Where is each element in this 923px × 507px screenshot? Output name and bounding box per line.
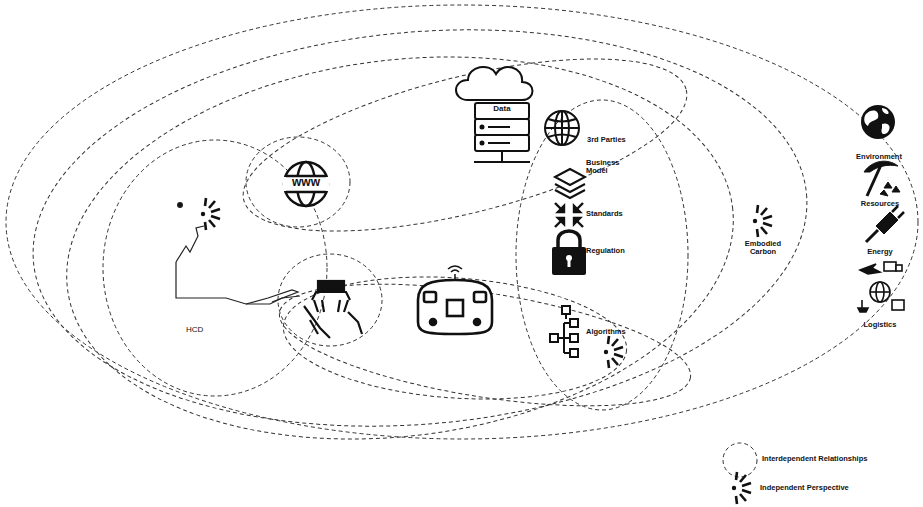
logistics-icon: [858, 262, 904, 312]
vehicle-icon: [418, 266, 492, 334]
diagram-label: HCD: [186, 326, 203, 335]
diagram-label: Business Model: [586, 159, 626, 176]
data-ellipse: [227, 24, 702, 266]
plug-icon: [866, 206, 904, 242]
pickaxe-icon: [864, 161, 900, 196]
diagram-label: Regulation: [586, 247, 625, 255]
diagram-label: 3rd Parties: [587, 136, 626, 144]
diagram-label: Algorithms: [586, 328, 626, 336]
hcd-figure: [176, 203, 300, 304]
padlock-icon: [552, 231, 586, 275]
earth-icon: [861, 105, 895, 139]
layers-icon: [555, 169, 585, 198]
large-ellipse: [45, 21, 756, 476]
diagram-label: Resources: [845, 200, 915, 208]
diagram-label: Energy: [845, 248, 915, 256]
diagram-label: Standards: [586, 210, 623, 218]
perspective-burst: [201, 198, 220, 230]
standards-icon: [555, 203, 583, 227]
vehicle-ellipse: [271, 261, 698, 429]
interface-icon: [304, 281, 362, 338]
relationship-ellipses: [6, 0, 918, 475]
interface-circle: [278, 254, 382, 346]
data-server-icon: [456, 67, 533, 162]
outer-ellipse: [6, 5, 918, 439]
diagram-label: Environment: [842, 153, 916, 161]
legend-dashed-circle: [723, 443, 757, 477]
www-globe-icon: [283, 162, 329, 206]
algorithm-icon: [550, 306, 578, 357]
large-ellipse: [16, 0, 823, 457]
diagram-label: Embodied Carbon: [742, 240, 784, 257]
perspective-burst: [753, 205, 772, 237]
web-circle: [246, 137, 350, 227]
diagram-label: Data: [478, 105, 526, 114]
vehicle-ellipse: [279, 266, 631, 410]
legend-text: Interdependent Relationships: [762, 455, 867, 463]
globe-icon: [545, 111, 579, 145]
perspective-burst: [604, 336, 623, 368]
legend-text: Independent Perspective: [760, 484, 849, 492]
diagram-label: www: [283, 176, 329, 189]
legend-burst: [732, 472, 751, 504]
diagram-label: Logistics: [845, 321, 915, 329]
governance-ellipse: [516, 100, 688, 410]
